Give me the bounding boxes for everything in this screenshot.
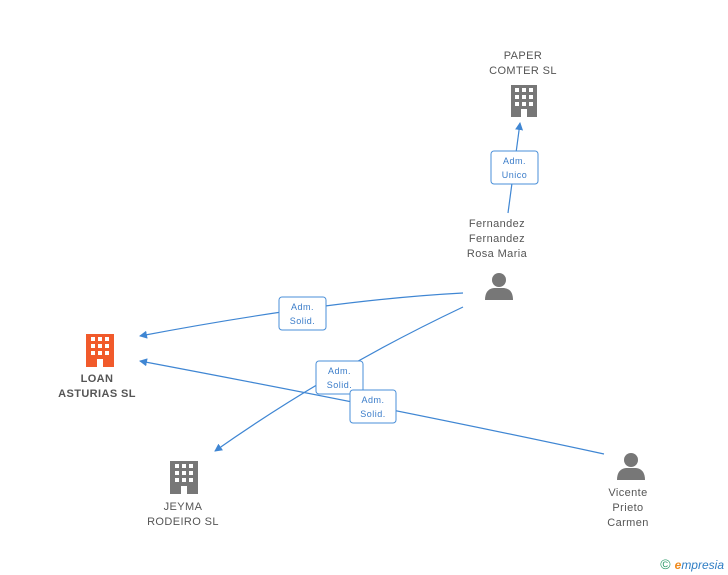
- brand-logo-text: mpresia: [681, 558, 724, 572]
- node-label-line: LOAN: [81, 373, 114, 385]
- building-icon: [170, 461, 198, 494]
- relation-line-1: Adm.: [328, 366, 351, 376]
- relation-line-2: Solid.: [360, 409, 386, 419]
- relation-line-2: Unico: [502, 170, 528, 180]
- person-icon: [485, 273, 513, 300]
- footer-brand[interactable]: ©empresia: [660, 556, 724, 572]
- relation-line-2: Solid.: [290, 316, 316, 326]
- node-label-line: Rosa Maria: [467, 248, 528, 260]
- node-label-line: PAPER: [504, 50, 542, 62]
- node-jeyma-rodeiro[interactable]: JEYMA RODEIRO SL: [147, 461, 219, 528]
- brand-logo-initial: e: [674, 558, 682, 572]
- node-loan-asturias[interactable]: LOAN ASTURIAS SL: [58, 334, 136, 400]
- copyright-symbol: ©: [660, 556, 671, 572]
- node-label-line: COMTER SL: [489, 65, 557, 77]
- relation-label-adm-solid-vicente[interactable]: Adm. Solid.: [349, 389, 397, 424]
- node-label-line: Vicente: [608, 487, 647, 499]
- relation-label-adm-unico[interactable]: Adm. Unico: [490, 150, 539, 185]
- node-label-line: Prieto: [612, 502, 643, 514]
- building-icon: [511, 85, 537, 117]
- person-icon: [617, 453, 645, 480]
- node-label-line: Carmen: [607, 517, 649, 529]
- relation-line-1: Adm.: [291, 302, 314, 312]
- relation-label-adm-solid-loan[interactable]: Adm. Solid.: [278, 296, 327, 331]
- relation-line-1: Adm.: [503, 156, 526, 166]
- building-icon: [86, 334, 114, 367]
- node-fernandez-fernandez-rosa-maria[interactable]: Fernandez Fernandez Rosa Maria: [467, 218, 528, 300]
- node-label-line: RODEIRO SL: [147, 516, 219, 528]
- relationship-graph: Adm. Unico Adm. Solid. Adm. Solid. Adm. …: [58, 50, 649, 529]
- node-label-line: Fernandez: [469, 218, 525, 230]
- node-label-line: JEYMA: [164, 501, 203, 513]
- node-paper-comter[interactable]: PAPER COMTER SL: [489, 50, 557, 117]
- node-vicente-prieto-carmen[interactable]: Vicente Prieto Carmen: [607, 453, 649, 529]
- relation-label-adm-solid-jeyma[interactable]: Adm. Solid.: [315, 360, 364, 395]
- relation-line-1: Adm.: [361, 395, 384, 405]
- node-label-line: ASTURIAS SL: [58, 388, 136, 400]
- relation-line-2: Solid.: [327, 380, 353, 390]
- node-label-line: Fernandez: [469, 233, 525, 245]
